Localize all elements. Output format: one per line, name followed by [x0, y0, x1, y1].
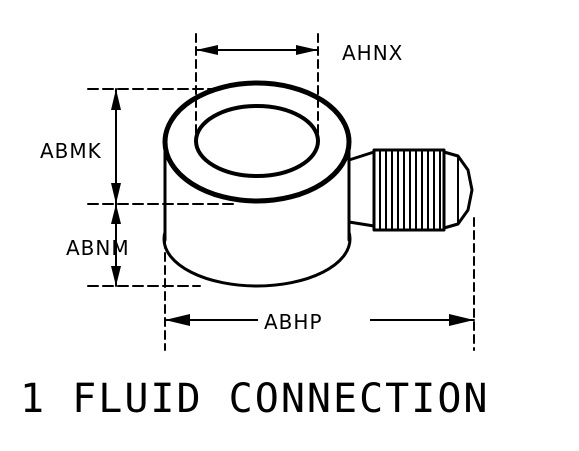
label-ahnx: AHNX — [342, 41, 403, 65]
banjo-fitting-body — [162, 80, 352, 288]
nipple-flare-tip — [442, 150, 474, 230]
caption: 1 FLUID CONNECTION — [20, 376, 489, 422]
arrowheads — [111, 45, 474, 326]
threaded-nipple — [347, 148, 474, 232]
cylinder-top — [162, 80, 352, 204]
nipple-neck — [347, 150, 376, 228]
label-abhp: ABHP — [264, 310, 323, 334]
label-abnm: ABNM — [66, 236, 130, 260]
extension-lines — [87, 33, 475, 351]
label-abmk: ABMK — [40, 139, 102, 163]
thread-lines — [379, 149, 441, 231]
